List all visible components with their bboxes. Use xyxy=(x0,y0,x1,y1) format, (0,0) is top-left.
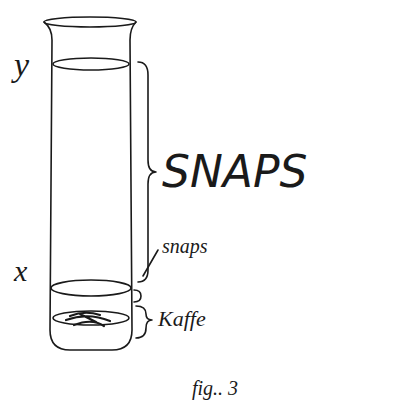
figure-caption: fig.. 3 xyxy=(192,378,238,398)
layer-label: Kaffe xyxy=(158,308,206,330)
liquid-surface-top xyxy=(53,58,129,70)
glass-rim xyxy=(44,17,136,27)
liquid-surface-low xyxy=(51,280,131,296)
coffee-surface xyxy=(53,311,129,325)
layer-label: snaps xyxy=(162,236,208,256)
small-bracket xyxy=(134,290,141,302)
kaffe-brace xyxy=(136,306,152,338)
snaps-brace xyxy=(138,62,156,282)
layer-label: SNAPS xyxy=(162,150,307,194)
dimension-label: y xyxy=(14,48,29,82)
dimension-label: x xyxy=(14,256,27,286)
glass-body xyxy=(44,22,136,350)
leader-line xyxy=(143,250,158,276)
coffee-scribble xyxy=(66,313,110,326)
